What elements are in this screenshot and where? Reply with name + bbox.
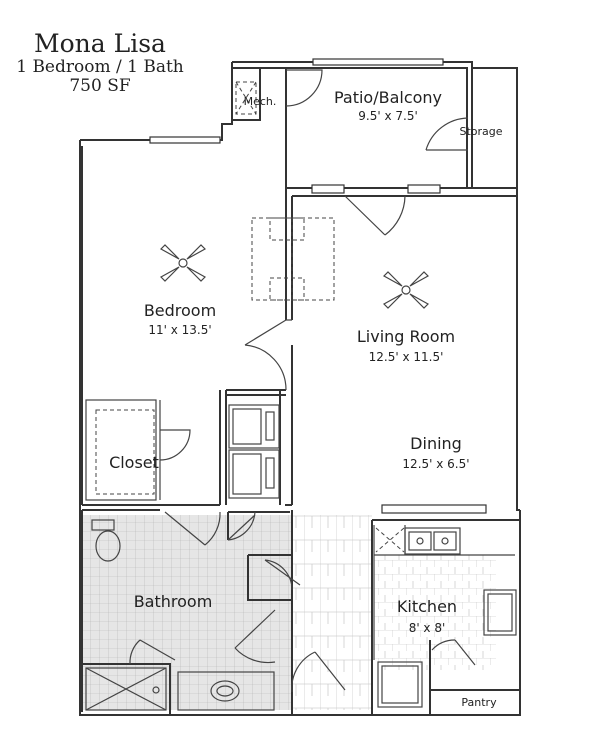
ceiling-fan-icon: [160, 244, 206, 282]
shower-stall: [85, 667, 167, 711]
kitchen-counter: [373, 525, 515, 660]
dining-dims: 12.5' x 6.5': [402, 457, 469, 471]
washer-dryer-icon: [228, 404, 280, 499]
hall-plank-floor: [292, 515, 372, 710]
patio-dims: 9.5' x 7.5': [358, 109, 418, 123]
pantry-label: Pantry: [461, 696, 497, 709]
range: [377, 661, 423, 708]
windows: [149, 58, 487, 514]
kitchen-label: Kitchen: [397, 597, 457, 616]
kitchen-plank-floor: [374, 555, 496, 670]
refrigerator: [483, 589, 517, 636]
bedroom-label: Bedroom: [144, 301, 216, 320]
interior-walls: [82, 67, 520, 715]
living-label: Living Room: [357, 327, 455, 346]
plan-header: Mona Lisa 1 Bedroom / 1 Bath 750 SF: [0, 30, 200, 96]
mech-label: Mech.: [244, 95, 277, 108]
doors: [129, 69, 476, 693]
vanity-sink: [177, 671, 275, 711]
closet-label: Closet: [109, 453, 159, 472]
sink-icon: [416, 537, 449, 545]
living-dims: 12.5' x 11.5': [369, 350, 444, 364]
bedroom-dims: 11' x 13.5': [148, 323, 211, 337]
kitchen-dims: 8' x 8': [409, 621, 446, 635]
mech-unit: [235, 81, 257, 115]
storage-label: Storage: [459, 125, 502, 138]
bathroom-label: Bathroom: [134, 592, 213, 611]
bathroom-tile-floor: [82, 515, 292, 710]
plan-type: 1 Bedroom / 1 Bath: [16, 57, 184, 77]
closet-shelving: [85, 399, 157, 501]
patio-label: Patio/Balcony: [334, 88, 442, 107]
toilet-icon: [91, 519, 121, 562]
dining-label: Dining: [410, 434, 462, 453]
plan-name: Mona Lisa: [34, 29, 166, 58]
dashed-built-in: [251, 217, 335, 301]
ceiling-fan-icon: [383, 271, 429, 309]
plan-area: 750 SF: [69, 76, 131, 96]
